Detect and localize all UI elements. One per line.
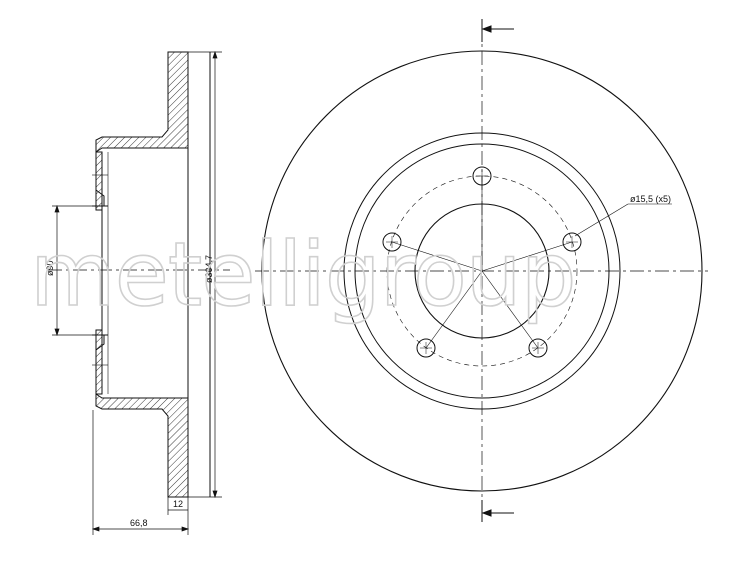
lower-disc-section	[95, 393, 189, 498]
hub-wall-lower	[95, 329, 103, 395]
side-section-view	[48, 51, 230, 498]
radial-lines	[391, 176, 573, 349]
watermark-logo: metelligroup	[30, 223, 575, 326]
side-dimensions	[52, 50, 222, 535]
bolt-hole	[562, 232, 582, 252]
hub-wall-upper	[95, 151, 103, 211]
bolt-hole	[416, 338, 436, 358]
dim-disc-thickness: 12	[173, 499, 183, 509]
bolt-hole	[382, 232, 402, 252]
section-arrows	[481, 19, 514, 522]
front-view	[255, 26, 708, 520]
dim-hub-diameter: ø90	[45, 260, 55, 276]
dim-overall-height: 66,8	[130, 518, 148, 528]
bolt-hole	[528, 338, 548, 358]
dim-bolt-hole: ø15,5 (x5)	[630, 194, 671, 204]
dim-disc-diameter: ø304,7	[204, 255, 214, 283]
upper-disc-section	[95, 51, 189, 153]
